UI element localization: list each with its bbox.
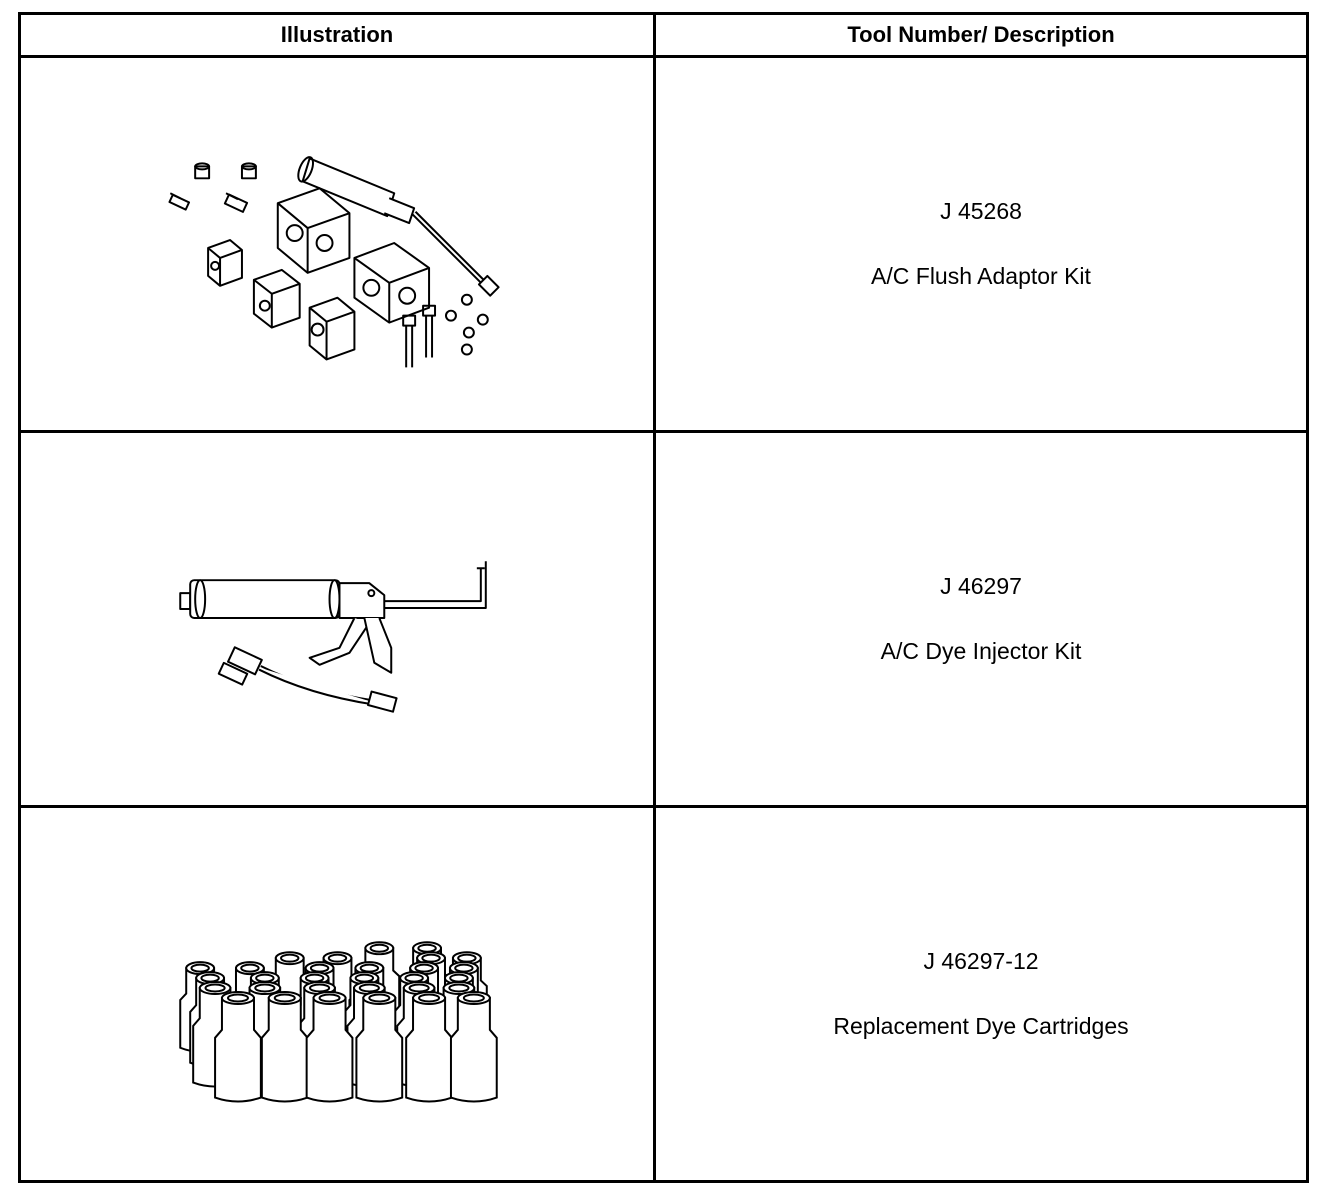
description-cell: J 45268 A/C Flush Adaptor Kit [653, 55, 1309, 433]
illustration-cell [18, 55, 656, 433]
tool-description: A/C Flush Adaptor Kit [871, 263, 1091, 289]
illustration-column-header: Illustration [18, 12, 656, 58]
dye-cartridge-icon [449, 991, 498, 1103]
description-cell: J 46297-12 Replacement Dye Cartridges [653, 805, 1309, 1183]
description-cell: J 46297 A/C Dye Injector Kit [653, 430, 1309, 808]
illustration-cell [18, 805, 656, 1183]
dye-cartridge-icon [355, 991, 404, 1103]
tool-table: Illustration Tool Number/ Description [18, 12, 1309, 1183]
tool-number: J 45268 [940, 198, 1022, 224]
dye-cartridge-icon [260, 991, 309, 1103]
table-row: J 45268 A/C Flush Adaptor Kit [18, 55, 1309, 433]
ac-dye-injector-kit-illustration [21, 433, 653, 805]
table-row: J 46297 A/C Dye Injector Kit [18, 430, 1309, 808]
replacement-dye-cartridges-illustration [21, 808, 653, 1180]
dye-cartridge-icon [405, 991, 453, 1103]
table-row: J 46297-12 Replacement Dye Cartridges [18, 805, 1309, 1183]
tool-number: J 46297-12 [923, 948, 1039, 974]
illustration-cell [18, 430, 656, 808]
tool-number: J 46297 [940, 573, 1022, 599]
dye-cartridge-icon [305, 991, 354, 1103]
description-column-header: Tool Number/ Description [653, 12, 1309, 58]
ac-flush-adaptor-kit-illustration [21, 58, 653, 430]
table-header-row: Illustration Tool Number/ Description [18, 12, 1309, 58]
dye-cartridge-icon [214, 991, 262, 1103]
tool-description: Replacement Dye Cartridges [833, 1013, 1129, 1039]
tool-description: A/C Dye Injector Kit [880, 638, 1082, 664]
